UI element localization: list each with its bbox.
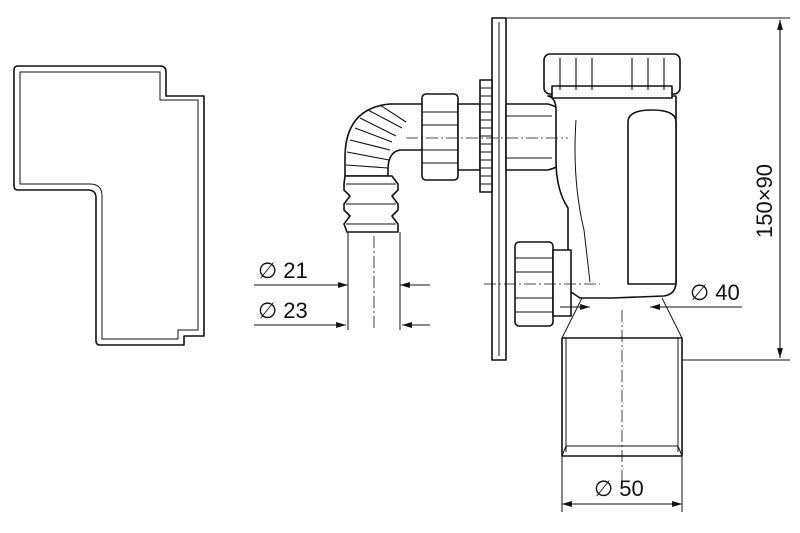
dim-label-21: ∅ 21: [258, 258, 308, 283]
wall-flange: [479, 79, 493, 193]
dim-lines: [254, 17, 790, 512]
siphon-body: [543, 53, 681, 299]
dim-label-50: ∅ 50: [594, 476, 644, 501]
mounting-plate: [491, 17, 507, 361]
dim-label-23: ∅ 23: [258, 298, 308, 323]
inlet-union-nut: [421, 93, 481, 181]
cover-box-side-view: [13, 65, 205, 346]
dim-label-150x90: 150×90: [752, 164, 777, 238]
dim-label-40: ∅ 40: [690, 280, 740, 305]
centerlines: [373, 137, 623, 490]
outlet-union-nut: [514, 241, 572, 327]
hose-elbow: [343, 103, 431, 330]
